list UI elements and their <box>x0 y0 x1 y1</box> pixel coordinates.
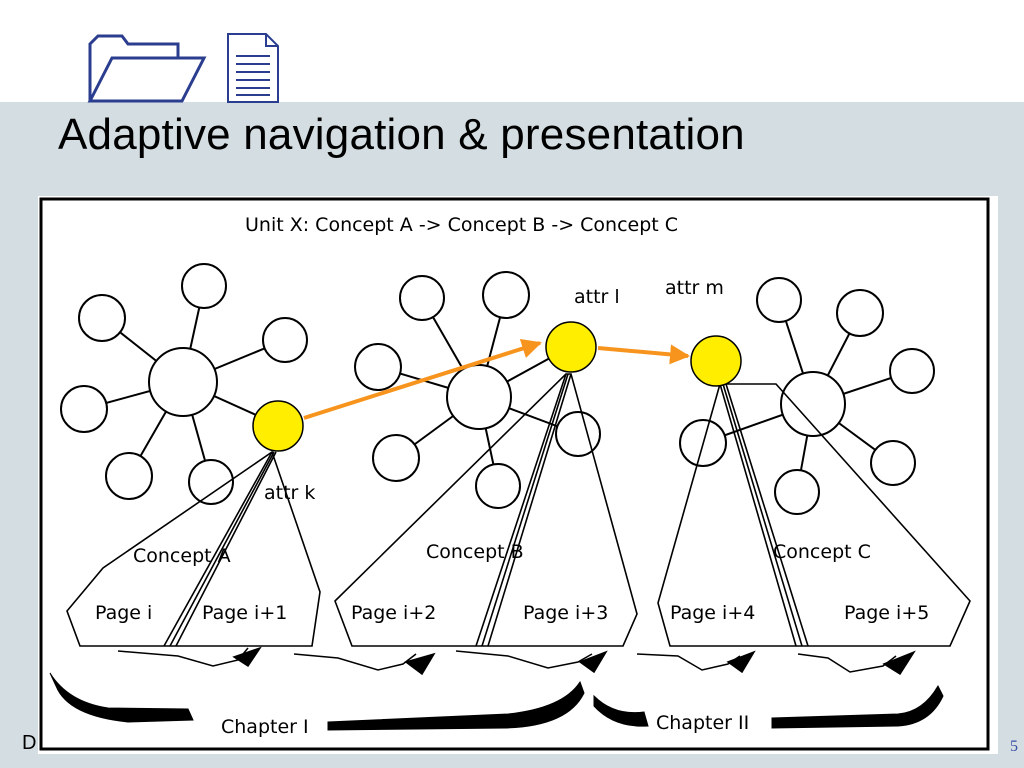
concept-network-b <box>354 271 601 509</box>
page-label: Page i+3 <box>523 602 608 624</box>
concept-b-pages <box>334 373 638 647</box>
concept-c-label: Concept C <box>773 541 871 563</box>
diagram-border <box>39 197 990 751</box>
attr-l-node <box>545 321 597 373</box>
navigation-arrows <box>303 338 690 420</box>
page-label: Page i+4 <box>670 602 755 624</box>
document-icon <box>227 33 279 103</box>
attr-m-node <box>690 335 742 387</box>
slide-title: Adaptive navigation & presentation <box>58 110 745 159</box>
concept-network-c <box>679 277 935 515</box>
page-label: Page i+2 <box>351 602 436 624</box>
slide-number: 5 <box>1010 738 1018 755</box>
attr-k-node <box>252 400 304 452</box>
folder-open-icon <box>87 34 207 103</box>
chapter-brackets <box>49 672 944 731</box>
chapter-label: Chapter I <box>221 716 309 738</box>
concept-network-a <box>60 263 308 505</box>
chapter-label: Chapter II <box>656 712 749 734</box>
unit-label: Unit X: Concept A -> Concept B -> Concep… <box>245 214 678 236</box>
page-label: Page i+5 <box>844 602 929 624</box>
concept-c-pages <box>657 383 971 647</box>
attr-l-label: attr l <box>574 286 620 308</box>
header-band <box>0 0 1024 102</box>
concept-a-pages <box>66 450 321 647</box>
page-label: Page i <box>95 602 152 624</box>
logo-icons <box>87 33 279 103</box>
concept-b-label: Concept B <box>426 541 524 563</box>
page-label: Page i+1 <box>202 602 287 624</box>
page-links <box>117 646 916 676</box>
attr-m-label: attr m <box>665 277 724 299</box>
attr-k-label: attr k <box>264 482 315 504</box>
attribute-nodes <box>252 321 742 452</box>
footer-text: D <box>22 732 37 754</box>
adaptive-navigation-diagram: Unit X: Concept A -> Concept B -> Concep… <box>38 196 998 754</box>
concept-a-label: Concept A <box>133 545 231 567</box>
